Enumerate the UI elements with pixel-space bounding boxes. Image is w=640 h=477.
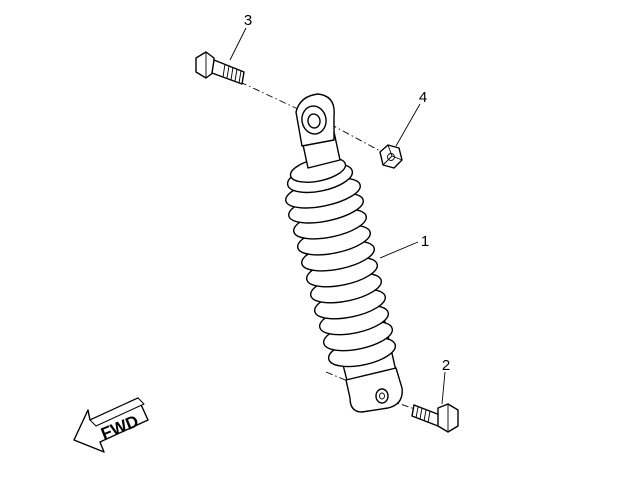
upper-mount-bolt[interactable] [195, 51, 245, 85]
callout-part-4: 4 [419, 89, 427, 106]
leader-lines [229, 27, 446, 405]
nut[interactable] [379, 144, 403, 169]
coil-spring [285, 177, 397, 368]
rear-shock-absorber[interactable] [283, 93, 403, 413]
callout-part-2: 2 [442, 357, 450, 374]
callout-part-3: 3 [244, 12, 252, 29]
callout-part-1: 1 [421, 233, 429, 250]
lower-mount-bolt[interactable] [411, 403, 459, 433]
fwd-direction-arrow: FWD [73, 397, 149, 453]
